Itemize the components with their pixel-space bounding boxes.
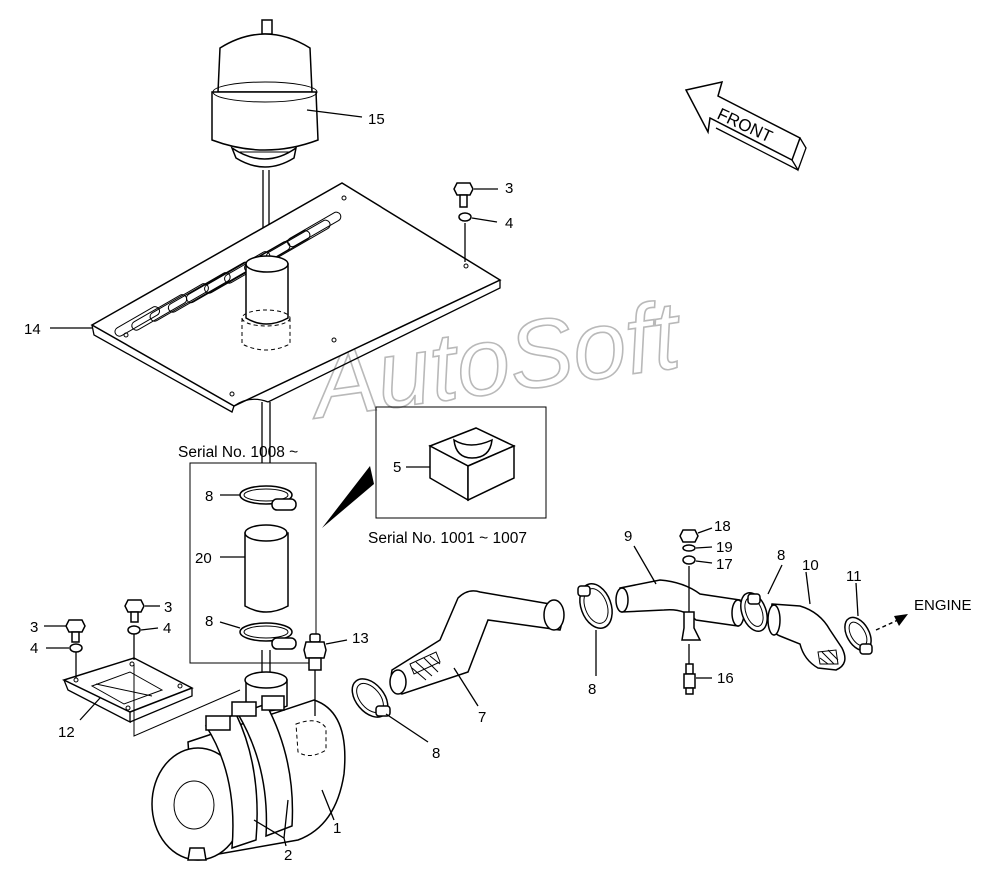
washer-4-right [127,625,141,635]
callout-13: 13 [352,630,369,647]
washer-17 [682,555,696,565]
clamp-11 [844,616,873,655]
caption-serial-old: Serial No. 1001 ~ 1007 [368,530,527,547]
washer-4-top [458,212,472,222]
callout-14: 14 [24,321,41,338]
callout-3-right: 3 [164,599,172,616]
part-9-pipe [615,579,745,641]
callout-3-top: 3 [505,180,513,197]
callout-7: 7 [478,709,486,726]
part-20-hose [244,524,289,613]
callout-10: 10 [802,557,819,574]
caption-serial-new: Serial No. 1008 ~ [178,444,298,461]
clamp-8-lower [239,622,297,650]
part-2-mounting-bands [204,695,294,850]
engine-arrow [875,614,908,631]
callout-5: 5 [393,459,401,476]
stud-16 [683,663,696,695]
callout-16: 16 [717,670,734,687]
serial-new-box [189,462,317,664]
pointer-triangle [322,466,374,528]
callout-11: 11 [846,568,862,585]
bolt-3-right [124,599,145,623]
bolt-3-top [453,182,474,208]
callout-12: 12 [58,724,75,741]
callout-18: 18 [714,518,731,535]
callout-8-lower-box: 8 [205,613,213,630]
callout-4-top: 4 [505,215,513,232]
engine-label: ENGINE [914,597,972,614]
part-5-foam-block [428,427,516,502]
part-14-cover-plate [90,182,502,413]
clamp-8-cleaner-outlet [351,678,391,718]
nut-18 [679,529,699,543]
callout-8-upper-box: 8 [205,488,213,505]
clamp-8-middle [577,583,613,629]
callout-2: 2 [284,847,292,864]
clamp-8-upper [239,485,297,511]
bolt-3-left [65,619,86,643]
part-15-precleaner [211,19,319,168]
clamp-8-right [740,592,768,632]
part-7-hose [389,590,565,695]
callout-20: 20 [195,550,212,567]
callout-8-right: 8 [777,547,785,564]
callout-4-right: 4 [163,620,171,637]
callout-9: 9 [624,528,632,545]
callout-3-left: 3 [30,619,38,636]
part-13-indicator [303,633,327,671]
callout-8-cleaner: 8 [432,745,440,762]
part-12-bracket [61,657,194,724]
callout-8-middle: 8 [588,681,596,698]
serial-old-box [375,406,547,519]
callout-4-left: 4 [30,640,38,657]
washer-19 [682,544,696,552]
callout-19: 19 [716,539,733,556]
callout-1: 1 [333,820,341,837]
front-arrow: FRONT [684,80,807,172]
callout-17: 17 [716,556,733,573]
part-10-hose [767,603,846,671]
callout-15: 15 [368,111,385,128]
washer-4-left [69,643,83,653]
